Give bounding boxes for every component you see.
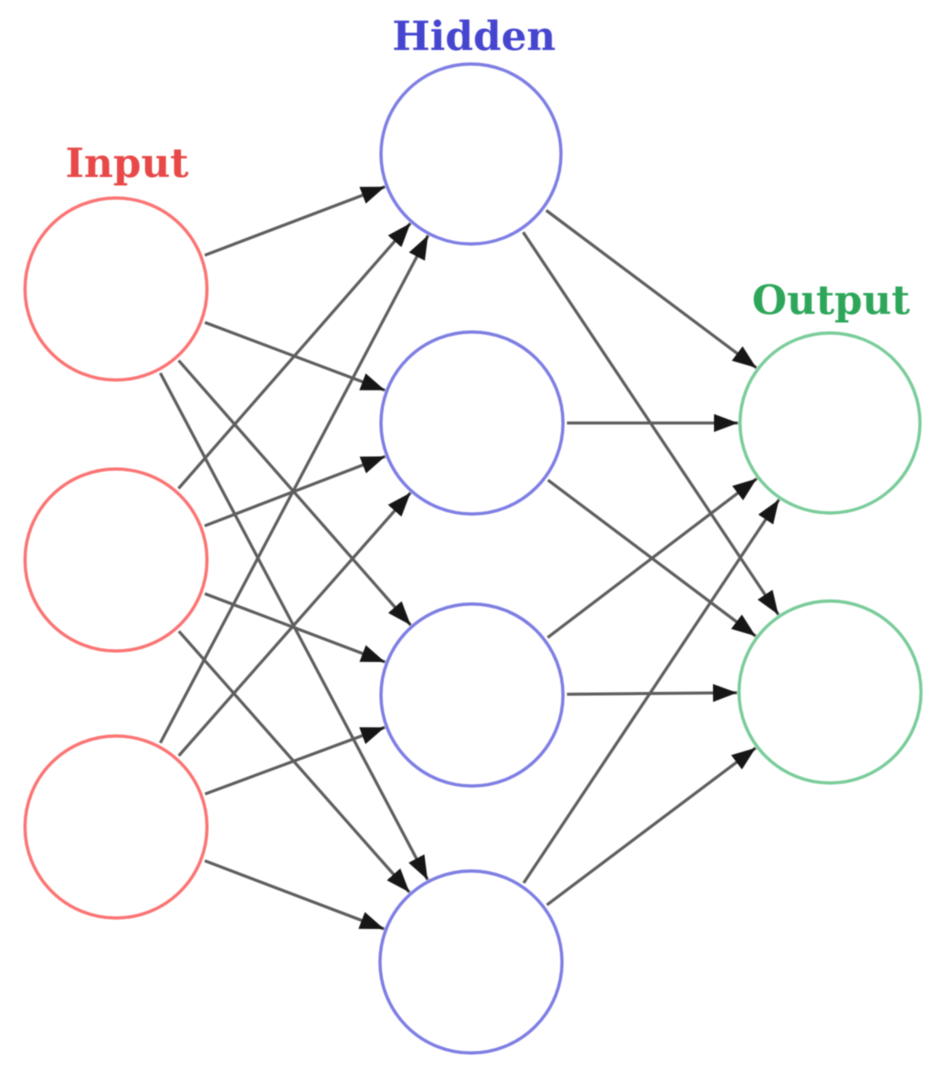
edge-h3-o1 [546,477,758,639]
edge-i3-h3 [204,725,386,796]
edge-h4-o2 [546,746,757,907]
edge-i3-h1 [158,234,430,744]
edge-i1-h1 [204,185,386,257]
input-layer-label: Input [65,140,189,187]
input-node-i3 [23,734,209,920]
edge-i3-h4 [204,859,385,931]
edge-i3-h2 [177,491,412,757]
edge-h1-o1 [545,209,758,370]
output-layer-label: Output [752,277,910,324]
edge-i2-h1 [177,222,412,490]
hidden-node-h3 [379,602,565,788]
edge-h4-o1 [522,498,781,884]
hidden-node-h1 [379,62,563,246]
edge-i2-h2 [204,455,386,528]
edge-h3-o2 [566,683,738,702]
output-node-o2 [737,599,923,785]
input-node-i2 [23,467,209,653]
hidden-node-h4 [378,869,564,1055]
hidden-node-h2 [379,330,565,516]
hidden-layer-label: Hidden [392,13,555,60]
input-node-i1 [23,196,209,382]
output-node-o1 [738,331,922,515]
edge-i2-h3 [204,592,386,664]
